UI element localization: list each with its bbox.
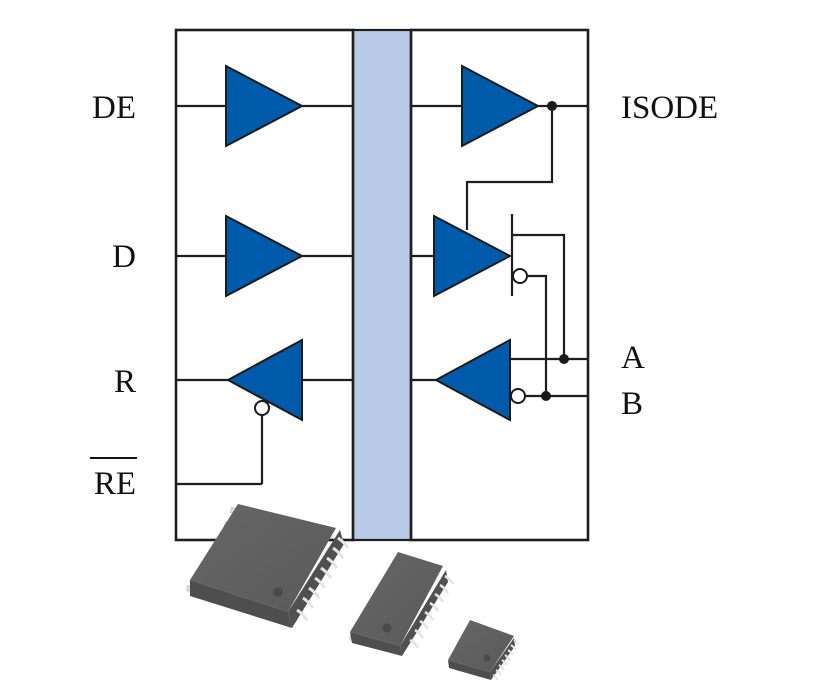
package-medium-end (400, 570, 448, 656)
package-small-end (490, 638, 515, 680)
re-inversion-bubble (254, 400, 270, 416)
pin-label-d: D (112, 239, 136, 275)
package-small (448, 620, 520, 681)
pin-label-r: R (114, 364, 136, 400)
package-medium-pin1-dot (382, 623, 392, 633)
package-small-pin1-dot (483, 654, 491, 662)
receiver-b-inversion-bubble (510, 388, 526, 404)
line-driver (433, 214, 513, 298)
pin-label-b: B (621, 386, 643, 422)
driver-b-inversion-bubble (512, 268, 528, 284)
package-medium-top (350, 552, 443, 646)
a-junction-dot (559, 354, 569, 364)
package-large (186, 504, 350, 628)
driver-a-wire (512, 233, 566, 359)
isolation-barrier (351, 28, 413, 542)
package-small-leads-right (492, 639, 520, 681)
package-small-side (448, 660, 491, 680)
package-large-side (190, 580, 292, 628)
right-side-box (409, 28, 590, 542)
package-medium (349, 552, 455, 656)
de-buffer (225, 64, 305, 148)
driver-b-wire (527, 274, 548, 396)
package-large-pin1-dot (273, 587, 283, 597)
isode-buffer (461, 64, 541, 148)
package-medium-leads-right (409, 574, 455, 649)
package-large-top (190, 504, 336, 612)
pin-label-isode: ISODE (621, 90, 718, 126)
line-receiver (433, 338, 511, 422)
pin-label-re: RE (94, 466, 136, 502)
b-junction-dot (541, 391, 551, 401)
package-small-top (448, 620, 514, 672)
d-buffer (225, 214, 305, 298)
pin-label-de: DE (92, 90, 136, 126)
package-large-leads-right (296, 536, 350, 621)
package-medium-side (350, 632, 402, 656)
pin-label-a: A (621, 340, 645, 376)
isode-enable-wire (465, 106, 554, 230)
